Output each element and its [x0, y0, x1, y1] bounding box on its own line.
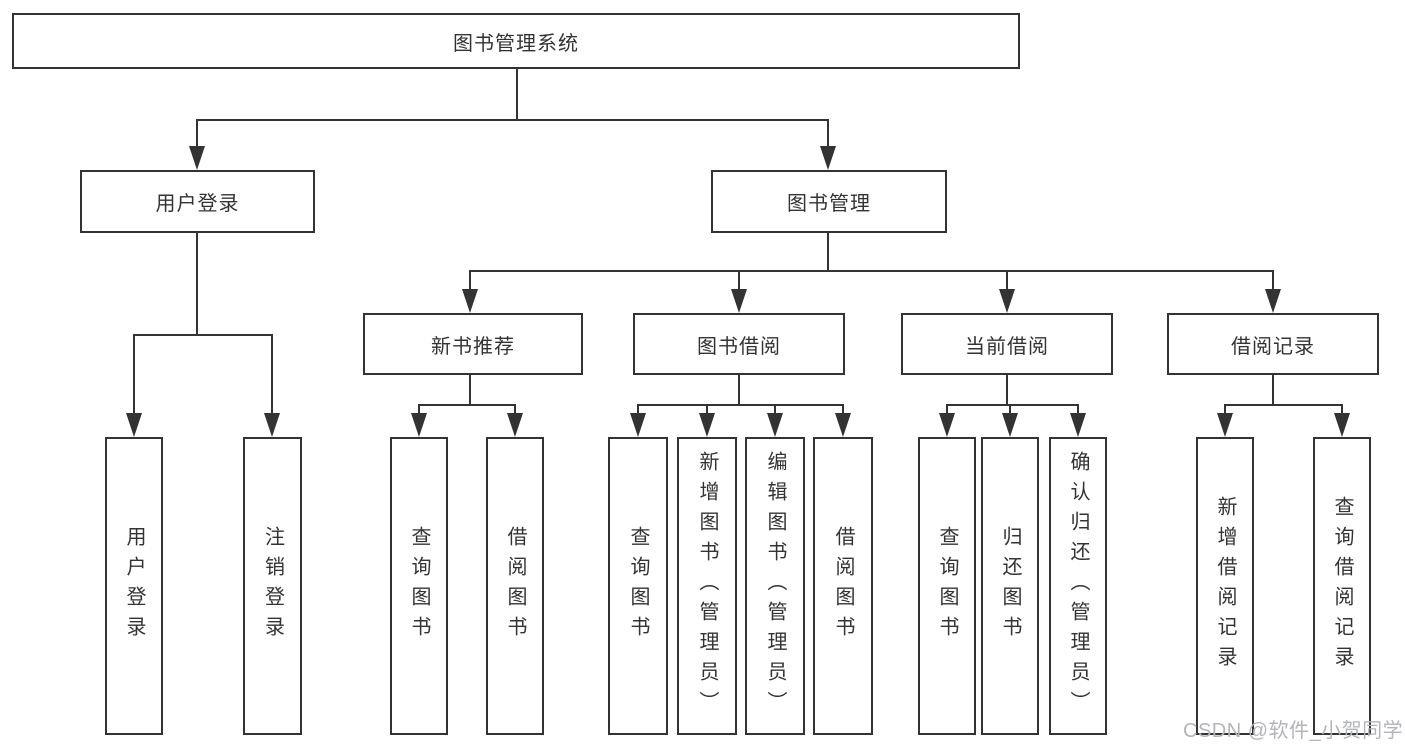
leaf-borrow-books-2: 借阅图书	[813, 437, 873, 735]
leaf-borrow-books-2-label: 借阅图书	[832, 526, 854, 646]
connector-root-vline	[516, 69, 518, 121]
node-new-book-recommend: 新书推荐	[363, 313, 583, 375]
leaf-user-login-label: 用户登录	[123, 526, 145, 646]
leaf-query-books-2: 查询图书	[608, 437, 668, 735]
connector-vline	[827, 233, 829, 272]
arrowhead-down-icon	[411, 413, 427, 437]
leaf-return-book-label: 归还图书	[999, 526, 1021, 646]
node-book-borrow-label: 图书借阅	[697, 335, 781, 358]
arrowhead-down-icon	[507, 413, 523, 437]
leaf-confirm-return-admin-label: 确认归还（管理员）	[1067, 451, 1089, 721]
arrowhead-down-icon	[126, 413, 142, 437]
connector-stub	[514, 404, 516, 415]
connector-stub	[637, 404, 639, 415]
node-current-borrow-label: 当前借阅	[965, 335, 1049, 358]
leaf-logout: 注销登录	[243, 437, 302, 735]
leaf-query-books-2-label: 查询图书	[627, 526, 649, 646]
node-new-book-recommend-label: 新书推荐	[431, 335, 515, 358]
leaf-query-books-3-label: 查询图书	[936, 526, 958, 646]
connector-stub	[469, 270, 471, 292]
arrowhead-down-icon	[820, 146, 836, 170]
arrowhead-down-icon	[731, 289, 747, 313]
node-user-login-label: 用户登录	[155, 193, 240, 215]
leaf-user-login: 用户登录	[105, 437, 163, 735]
arrowhead-down-icon	[630, 413, 646, 437]
node-borrow-records: 借阅记录	[1167, 313, 1379, 375]
node-root-label: 图书管理系统	[453, 32, 579, 55]
leaf-query-borrow-record-label: 查询借阅记录	[1331, 496, 1353, 676]
connector-vline	[1006, 375, 1008, 406]
leaf-logout-label: 注销登录	[261, 526, 284, 646]
node-book-borrow: 图书借阅	[633, 313, 845, 375]
arrowhead-down-icon	[264, 413, 280, 437]
connector-stub	[1224, 404, 1226, 415]
connector-stub	[133, 334, 135, 415]
node-book-management-label: 图书管理	[787, 193, 871, 215]
leaf-query-books-1: 查询图书	[390, 437, 448, 735]
arrowhead-down-icon	[1265, 289, 1281, 313]
connector-stub	[1272, 270, 1274, 292]
connector-hline	[133, 334, 273, 336]
leaf-query-books-3: 查询图书	[918, 437, 976, 735]
connector-hline	[637, 404, 844, 406]
leaf-borrow-books-1-label: 借阅图书	[504, 526, 526, 646]
connector-stub	[1009, 404, 1011, 415]
connector-stub	[946, 404, 948, 415]
connector-stub	[1341, 404, 1343, 415]
leaf-confirm-return-admin: 确认归还（管理员）	[1049, 437, 1107, 735]
arrowhead-down-icon	[835, 413, 851, 437]
node-user-login: 用户登录	[80, 170, 315, 233]
arrowhead-down-icon	[189, 146, 205, 170]
connector-stub	[706, 404, 708, 415]
arrowhead-down-icon	[767, 413, 783, 437]
leaf-borrow-books-1: 借阅图书	[486, 437, 544, 735]
connector-hline	[418, 404, 516, 406]
leaf-add-borrow-record: 新增借阅记录	[1196, 437, 1254, 735]
connector-vline	[196, 233, 198, 336]
connector-vline	[1272, 375, 1274, 406]
leaf-return-book: 归还图书	[981, 437, 1039, 735]
leaf-query-borrow-record: 查询借阅记录	[1313, 437, 1371, 735]
arrowhead-down-icon	[1002, 413, 1018, 437]
connector-stub	[1006, 270, 1008, 292]
leaf-edit-book-admin: 编辑图书（管理员）	[745, 437, 805, 735]
arrowhead-down-icon	[939, 413, 955, 437]
connector-stub	[271, 334, 273, 415]
arrowhead-down-icon	[1217, 413, 1233, 437]
node-current-borrow: 当前借阅	[901, 313, 1113, 375]
leaf-edit-book-admin-label: 编辑图书（管理员）	[764, 451, 786, 721]
arrowhead-down-icon	[1070, 413, 1086, 437]
connector-vline	[469, 375, 471, 406]
connector-root-hline	[196, 119, 829, 121]
arrowhead-down-icon	[999, 289, 1015, 313]
node-book-management: 图书管理	[711, 170, 947, 233]
csdn-watermark: CSDN @软件_小贺同学	[1183, 720, 1404, 742]
leaf-query-books-1-label: 查询图书	[408, 526, 430, 646]
leaf-add-borrow-record-label: 新增借阅记录	[1214, 496, 1236, 676]
node-borrow-records-label: 借阅记录	[1231, 335, 1315, 358]
connector-hline	[946, 404, 1079, 406]
connector-stub	[1077, 404, 1079, 415]
arrowhead-down-icon	[462, 289, 478, 313]
arrowhead-down-icon	[699, 413, 715, 437]
connector-stub	[827, 119, 829, 150]
leaf-add-book-admin: 新增图书（管理员）	[677, 437, 737, 735]
connector-stub	[774, 404, 776, 415]
connector-stub	[418, 404, 420, 415]
connector-stub	[196, 119, 198, 150]
arrowhead-down-icon	[1334, 413, 1350, 437]
connector-vline	[738, 375, 740, 406]
node-root: 图书管理系统	[12, 13, 1020, 69]
leaf-add-book-admin-label: 新增图书（管理员）	[696, 451, 718, 721]
connector-hline	[469, 270, 1274, 272]
connector-stub	[738, 270, 740, 292]
connector-stub	[842, 404, 844, 415]
connector-hline	[1224, 404, 1343, 406]
